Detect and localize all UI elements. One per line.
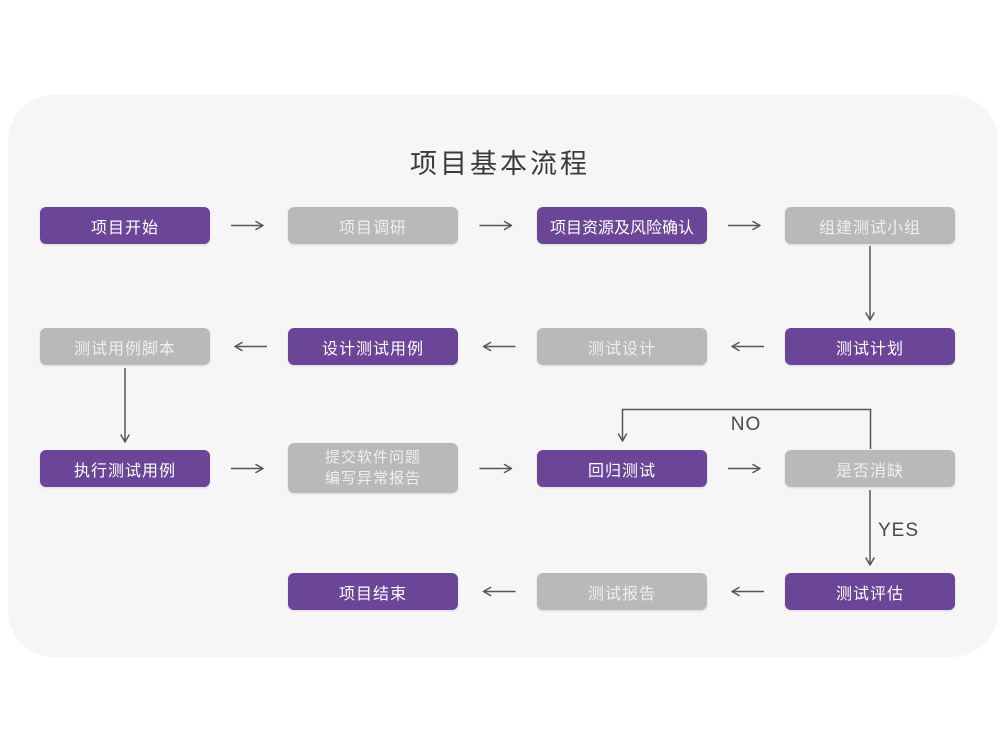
- edge-label-no: NO: [730, 414, 762, 435]
- flow-node-test-case-scripts: 测试用例脚本: [40, 328, 210, 365]
- flow-node-test-plan: 测试计划: [785, 328, 955, 365]
- flow-node-resources-risk: 项目资源及风险确认: [537, 207, 707, 244]
- flowchart-card: [8, 95, 998, 657]
- flow-node-test-design: 测试设计: [537, 328, 707, 365]
- flow-node-test-evaluation: 测试评估: [785, 573, 955, 610]
- flow-node-regression-test: 回归测试: [537, 450, 707, 487]
- flow-node-test-report: 测试报告: [537, 573, 707, 610]
- flow-node-project-start: 项目开始: [40, 207, 210, 244]
- flow-node-execute-test-cases: 执行测试用例: [40, 450, 210, 487]
- edge-label-yes: YES: [878, 520, 920, 541]
- flow-node-submit-issue-report: 提交软件问题 编写异常报告: [288, 443, 458, 493]
- flow-node-build-test-team: 组建测试小组: [785, 207, 955, 244]
- flow-node-design-test-cases: 设计测试用例: [288, 328, 458, 365]
- page-title: 项目基本流程: [410, 149, 590, 179]
- flow-node-defect-cleared: 是否消缺: [785, 450, 955, 487]
- flow-node-project-end: 项目结束: [288, 573, 458, 610]
- flow-node-project-research: 项目调研: [288, 207, 458, 244]
